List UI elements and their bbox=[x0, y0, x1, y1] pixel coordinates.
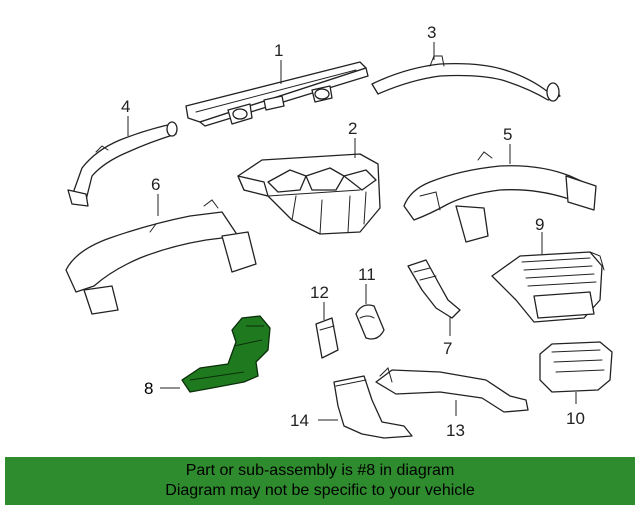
part-1-defroster-nozzle[interactable] bbox=[185, 61, 369, 127]
callout-3[interactable]: 3 bbox=[427, 23, 436, 42]
part-3-side-defroster-duct[interactable] bbox=[371, 55, 561, 102]
callout-5[interactable]: 5 bbox=[503, 125, 512, 144]
callout-8[interactable]: 8 bbox=[144, 379, 153, 398]
callout-7[interactable]: 7 bbox=[443, 339, 452, 358]
callout-11[interactable]: 11 bbox=[358, 265, 376, 284]
part-10-rear-register[interactable] bbox=[539, 341, 613, 393]
callout-1[interactable]: 1 bbox=[274, 41, 283, 60]
callout-2[interactable]: 2 bbox=[348, 119, 357, 138]
part-4-side-defroster-duct[interactable] bbox=[67, 121, 178, 207]
part-11-small-duct[interactable] bbox=[355, 304, 385, 340]
part-13-rear-floor-duct[interactable] bbox=[375, 367, 529, 413]
info-banner: Part or sub-assembly is #8 in diagram Di… bbox=[5, 457, 635, 505]
part-5-side-vent-duct[interactable] bbox=[403, 151, 597, 243]
callout-6[interactable]: 6 bbox=[151, 175, 160, 194]
part-12-small-duct[interactable] bbox=[315, 317, 339, 359]
part-14-rear-duct[interactable] bbox=[333, 375, 413, 439]
banner-line-2: Diagram may not be specific to your vehi… bbox=[165, 482, 475, 499]
callout-13[interactable]: 13 bbox=[446, 421, 465, 440]
part-9-center-register[interactable] bbox=[491, 251, 605, 323]
banner-line-1: Part or sub-assembly is #8 in diagram bbox=[185, 462, 455, 479]
part-7-floor-duct[interactable] bbox=[407, 259, 461, 319]
part-8-rear-duct-highlighted[interactable] bbox=[181, 315, 271, 393]
part-6-side-vent-duct[interactable] bbox=[65, 199, 257, 315]
part-2-center-duct[interactable] bbox=[237, 153, 381, 235]
parts-diagram: 1 3 4 2 5 bbox=[65, 23, 613, 440]
callout-9[interactable]: 9 bbox=[535, 215, 544, 234]
callout-10[interactable]: 10 bbox=[566, 409, 585, 428]
callout-12[interactable]: 12 bbox=[310, 283, 329, 302]
callout-14[interactable]: 14 bbox=[290, 411, 309, 430]
callout-4[interactable]: 4 bbox=[121, 97, 130, 116]
